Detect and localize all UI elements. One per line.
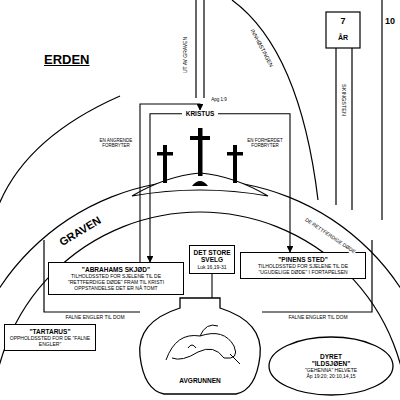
- period-label: ÅR: [337, 34, 349, 42]
- connector-arrow: [218, 114, 290, 252]
- ascension-line: [195, 0, 196, 98]
- dragon-figure: [166, 325, 240, 364]
- ascension-line: [203, 0, 204, 98]
- period-line: [351, 48, 352, 210]
- node-heading: "PINENS STED": [244, 256, 362, 263]
- harvest-curve: [232, 0, 318, 200]
- scripture-ref: Apg 1:9: [210, 98, 228, 103]
- callout-number: 10: [384, 17, 396, 27]
- torment-box: "PINENS STED"TILHOLDSSTED FOR SJELENE TI…: [240, 252, 366, 279]
- grave-band-outer: [0, 180, 400, 400]
- node-heading: "ILDSJØEN": [284, 360, 378, 367]
- abyss-urn: AVGRUNNEN: [136, 298, 264, 394]
- earth-curve: [0, 96, 120, 215]
- lake-outline: [269, 337, 393, 395]
- connector-arrow: [150, 114, 182, 262]
- event-label: SKINGSTEN: [341, 83, 347, 117]
- vertical-note: UT AV GRAVEN: [183, 36, 189, 74]
- tartarus-box: "TARTARUS"OPPHOLDSSTED FOR DE "FALNE ENG…: [4, 324, 96, 351]
- cross: [190, 136, 210, 140]
- band-label: DE RETTFERDIGE DØDE: [303, 217, 357, 256]
- node-text: "GEHENNA" HELVETE: [284, 367, 378, 373]
- hill: [132, 173, 268, 196]
- empty-tomb: [192, 181, 208, 186]
- dividing-label: FALNE ENGLER TIL DOM: [287, 315, 348, 321]
- node-heading: AVGRUNNEN: [146, 377, 254, 384]
- cross: [157, 152, 173, 156]
- cross-label: EN FORHERDET FORBRYTER: [245, 139, 285, 149]
- christ-label: KRISTUS: [182, 110, 218, 117]
- cross: [233, 145, 237, 183]
- diagram-title: ERDEN: [44, 52, 90, 67]
- urn-outline: [140, 298, 261, 394]
- cross: [198, 128, 203, 176]
- years-box: [326, 12, 360, 48]
- node-heading: DET STORE SVELG: [193, 249, 231, 264]
- cross: [227, 152, 243, 156]
- node-heading: KRISTUS: [183, 110, 217, 117]
- node-heading: "TARTARUS": [8, 328, 92, 335]
- period-line: [381, 0, 382, 220]
- gulf-box: DET STORE SVELGLuk 16,19-31: [189, 245, 235, 274]
- node-text: Luk 16,19-31: [193, 264, 231, 270]
- period-line: [335, 48, 336, 205]
- connector-arrow: [211, 274, 212, 298]
- node-text: OPPHOLDSSTED FOR DE "FALNE ENGLER": [8, 335, 92, 347]
- node-text: TILHOLDSSTED FOR SJELENE TIL DE "RETTFER…: [52, 273, 180, 291]
- connector-arrow: [140, 104, 200, 262]
- lake-of-fire-oval: DYRET"ILDSJØEN""GEHENNA" HELVETEÅp 19:20…: [268, 336, 394, 396]
- cross-label: EN ANGRENDE FORBRYTER: [95, 139, 137, 149]
- band-label: GRAVEN: [56, 213, 104, 248]
- abraham-box: "ABRAHAMS SKJØD"TILHOLDSSTED FOR SJELENE…: [48, 262, 184, 295]
- node-text: TILHOLDSSTED FOR SJELENE TIL DE "UGUDELI…: [244, 263, 362, 275]
- crosses: [157, 128, 243, 183]
- node-heading: "ABRAHAMS SKJØD": [52, 266, 180, 273]
- node-heading: DYRET: [284, 353, 378, 360]
- dividing-label: FALNE ENGLER TIL DOM: [64, 315, 125, 321]
- node-text: Åp 19:20; 20:10,14,15: [284, 373, 378, 379]
- grave-band-inner: [0, 212, 400, 400]
- event-label: INNHØSTINGEN: [249, 27, 275, 69]
- cross: [163, 145, 167, 183]
- callout-number: 7: [339, 17, 346, 27]
